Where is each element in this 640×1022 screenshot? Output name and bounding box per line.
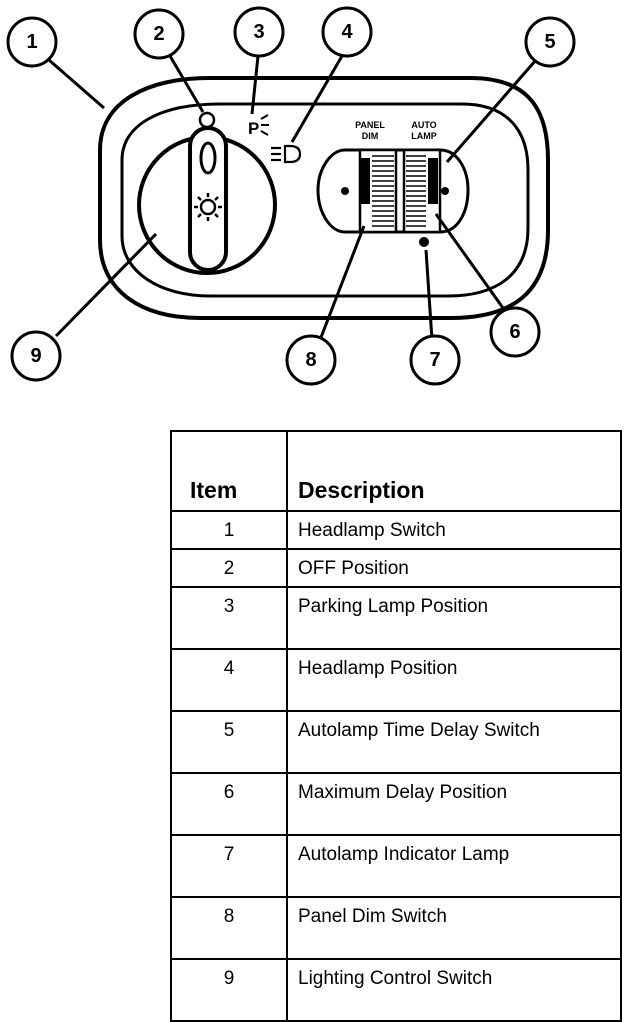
item-description: Autolamp Time Delay Switch <box>286 710 622 774</box>
item-number: 4 <box>170 648 288 712</box>
item-number: 1 <box>170 510 288 550</box>
leader-lines <box>48 55 538 341</box>
headlamp-switch-diagram: P PANEL DIM AUTO LAMP <box>6 6 576 386</box>
item-column-header: Item <box>170 430 288 512</box>
svg-text:6: 6 <box>509 321 520 343</box>
svg-text:4: 4 <box>341 21 353 43</box>
housing-screw-right <box>441 187 449 195</box>
auto-lamp-label-line1: AUTO <box>411 120 436 130</box>
svg-text:8: 8 <box>305 349 316 371</box>
item-description: Lighting Control Switch <box>286 958 622 1022</box>
table-row: 9 Lighting Control Switch <box>170 958 622 1022</box>
item-number: 7 <box>170 834 288 898</box>
table-row: 2 OFF Position <box>170 548 622 588</box>
callout-6: 6 <box>489 306 541 358</box>
housing-screw-left <box>341 187 349 195</box>
item-number: 6 <box>170 772 288 836</box>
item-description: Headlamp Position <box>286 648 622 712</box>
switch-bezel-outer <box>98 76 550 320</box>
description-column-header: Description <box>286 430 622 512</box>
table-row: 4 Headlamp Position <box>170 648 622 712</box>
callout-1: 1 <box>6 16 58 68</box>
callout-2: 2 <box>133 8 185 60</box>
knob-off-indicator <box>199 141 217 175</box>
item-description: Parking Lamp Position <box>286 586 622 650</box>
table-row: 8 Panel Dim Switch <box>170 896 622 960</box>
item-number: 5 <box>170 710 288 774</box>
svg-text:3: 3 <box>253 21 264 43</box>
item-description: OFF Position <box>286 548 622 588</box>
table-row: 6 Maximum Delay Position <box>170 772 622 836</box>
table-row: 3 Parking Lamp Position <box>170 586 622 650</box>
item-number: 9 <box>170 958 288 1022</box>
autolamp-thumbwheel <box>402 148 442 234</box>
item-number: 8 <box>170 896 288 960</box>
legend-table: Item Description 1 Headlamp Switch 2 OFF… <box>170 430 622 1022</box>
callout-3: 3 <box>233 6 285 58</box>
svg-text:1: 1 <box>26 31 37 53</box>
autolamp-indicator-lamp <box>419 237 429 247</box>
callout-9: 9 <box>10 330 62 382</box>
table-row: 5 Autolamp Time Delay Switch <box>170 710 622 774</box>
callout-5: 5 <box>524 16 576 68</box>
item-description: Maximum Delay Position <box>286 772 622 836</box>
panel-dim-label-line2: DIM <box>362 131 379 141</box>
svg-text:P: P <box>248 119 259 138</box>
table-row: 7 Autolamp Indicator Lamp <box>170 834 622 898</box>
panel-dim-label-line1: PANEL <box>355 120 385 130</box>
callout-4: 4 <box>321 6 373 58</box>
table-row: 1 Headlamp Switch <box>170 510 622 550</box>
item-number: 2 <box>170 548 288 588</box>
legend-header-row: Item Description <box>170 430 622 512</box>
callout-7: 7 <box>409 334 461 386</box>
svg-text:9: 9 <box>30 345 41 367</box>
auto-lamp-label-line2: LAMP <box>411 131 437 141</box>
svg-text:5: 5 <box>544 31 555 53</box>
svg-text:7: 7 <box>429 349 440 371</box>
item-number: 3 <box>170 586 288 650</box>
sun-icon <box>194 193 222 221</box>
off-position-marker <box>198 111 216 129</box>
panel-dim-thumbwheel <box>358 148 398 234</box>
item-description: Autolamp Indicator Lamp <box>286 834 622 898</box>
item-description: Headlamp Switch <box>286 510 622 550</box>
callout-8: 8 <box>285 334 337 386</box>
item-description: Panel Dim Switch <box>286 896 622 960</box>
headlamp-icon <box>271 144 302 164</box>
parking-lamp-icon: P <box>248 114 269 138</box>
svg-text:2: 2 <box>153 23 164 45</box>
switch-bezel-inner <box>120 102 530 298</box>
